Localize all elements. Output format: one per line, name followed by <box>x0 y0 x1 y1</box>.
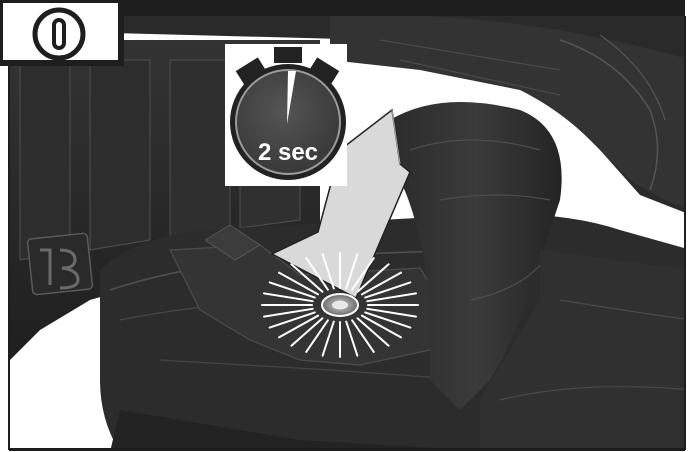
glow-ray <box>321 253 335 290</box>
glow-ray <box>268 311 316 329</box>
timer-label: 2 sec <box>258 139 318 166</box>
glow-ray <box>278 271 320 296</box>
glow-ray <box>360 271 402 296</box>
glow-ray <box>360 314 402 339</box>
glow-ray <box>345 253 359 290</box>
press-arrow-icon <box>270 108 411 300</box>
power-icon <box>52 18 66 50</box>
glow-ray <box>351 257 375 291</box>
glow-ray <box>278 314 320 339</box>
glow-ray <box>290 317 324 347</box>
battery-button <box>321 293 359 317</box>
glow-ray <box>364 311 412 329</box>
glow-ray <box>263 307 314 318</box>
glow-ray <box>351 319 375 353</box>
glow-ray <box>321 320 335 357</box>
glow-ray <box>345 320 359 357</box>
glow-ray <box>366 292 417 303</box>
button-glow-icon <box>261 252 419 358</box>
glow-ray <box>366 307 417 318</box>
stopwatch-icon: 2 sec <box>225 44 347 186</box>
glow-ray <box>263 292 314 303</box>
glow-ray <box>305 257 329 291</box>
glow-ray <box>356 263 390 293</box>
step-badge <box>0 0 124 66</box>
glow-ray <box>364 281 412 299</box>
glow-ray <box>268 281 316 299</box>
glow-ray <box>290 263 324 293</box>
glow-ray <box>356 317 390 347</box>
glow-ray <box>305 319 329 353</box>
